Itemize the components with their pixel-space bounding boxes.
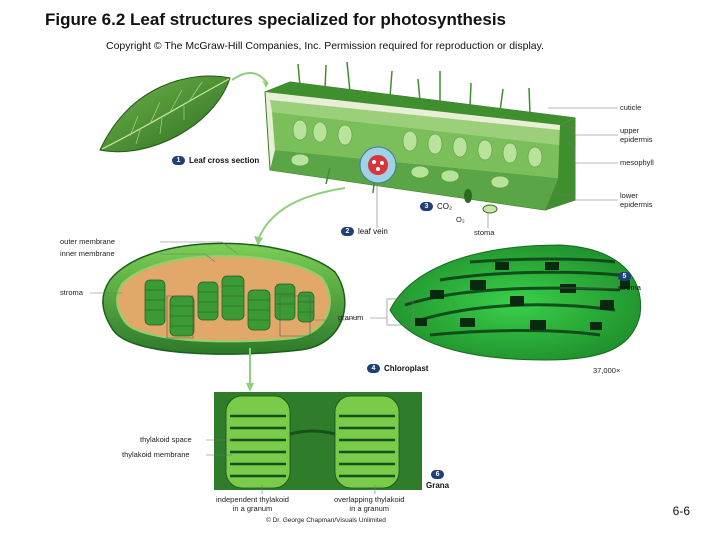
leaf-cross-section xyxy=(264,61,576,214)
step-label: Leaf cross section xyxy=(189,156,260,165)
photo-credit: © Dr. George Chapman/Visuals Unlimited xyxy=(266,517,386,524)
step-label: Chloroplast xyxy=(384,364,429,373)
chloroplast-illustration xyxy=(102,242,346,355)
label-lower-epidermis: lower epidermis xyxy=(620,191,653,209)
micrograph-leaders xyxy=(370,287,618,319)
step-6-grana: 6 Grana xyxy=(426,470,449,490)
grana-leaders xyxy=(206,439,376,494)
label-thylakoid-membrane: thylakoid membrane xyxy=(122,450,190,459)
step-1-leaf-cross-section: 1 Leaf cross section xyxy=(172,156,259,165)
label-stroma: stroma xyxy=(60,288,83,297)
copyright-notice: Copyright © The McGraw-Hill Companies, I… xyxy=(106,40,545,52)
step-badge: 3 xyxy=(420,202,433,211)
label-outer-membrane: outer membrane xyxy=(60,237,116,246)
chloroplast-micrograph xyxy=(386,244,642,361)
label-independent-thylakoid: independent thylakoid in a granum xyxy=(216,495,289,513)
step-label: CO₂ xyxy=(437,202,453,211)
figure-title: Figure 6.2 Leaf structures specialized f… xyxy=(45,10,507,29)
page-number: 6-6 xyxy=(672,504,690,518)
step-label: leaf vein xyxy=(358,227,388,236)
step-badge: 2 xyxy=(341,227,354,236)
step-label: stroma xyxy=(618,283,641,292)
label-overlapping-thylakoid: overlapping thylakoid in a granum xyxy=(334,495,405,513)
step-4-chloroplast: 4 Chloroplast xyxy=(367,364,428,373)
step-label: Grana xyxy=(426,481,450,490)
magnification: 37,000× xyxy=(593,366,621,375)
label-upper-epidermis: upper epidermis xyxy=(620,126,653,144)
step-3-co2: 3 CO₂ xyxy=(420,202,452,211)
step-2-leaf-vein: 2 leaf vein xyxy=(341,227,388,236)
label-granum: granum xyxy=(338,313,364,322)
label-thylakoid-space: thylakoid space xyxy=(140,435,192,444)
label-cuticle: cuticle xyxy=(620,103,642,112)
grana-micrograph xyxy=(214,392,422,490)
step-badge: 5 xyxy=(618,272,631,281)
step-5-stroma: 5 stroma xyxy=(618,272,641,292)
step-badge: 6 xyxy=(431,470,445,479)
label-mesophyll: mesophyll xyxy=(620,158,654,167)
chloroplast-leaders xyxy=(90,241,361,321)
leaf-illustration xyxy=(99,72,269,153)
label-inner-membrane: inner membrane xyxy=(60,249,115,258)
label-stoma: stoma xyxy=(474,228,495,237)
cross-section-leaders xyxy=(376,107,618,228)
step-badge: 4 xyxy=(367,364,380,373)
step-badge: 1 xyxy=(172,156,185,165)
label-o2: O₂ xyxy=(456,215,465,224)
